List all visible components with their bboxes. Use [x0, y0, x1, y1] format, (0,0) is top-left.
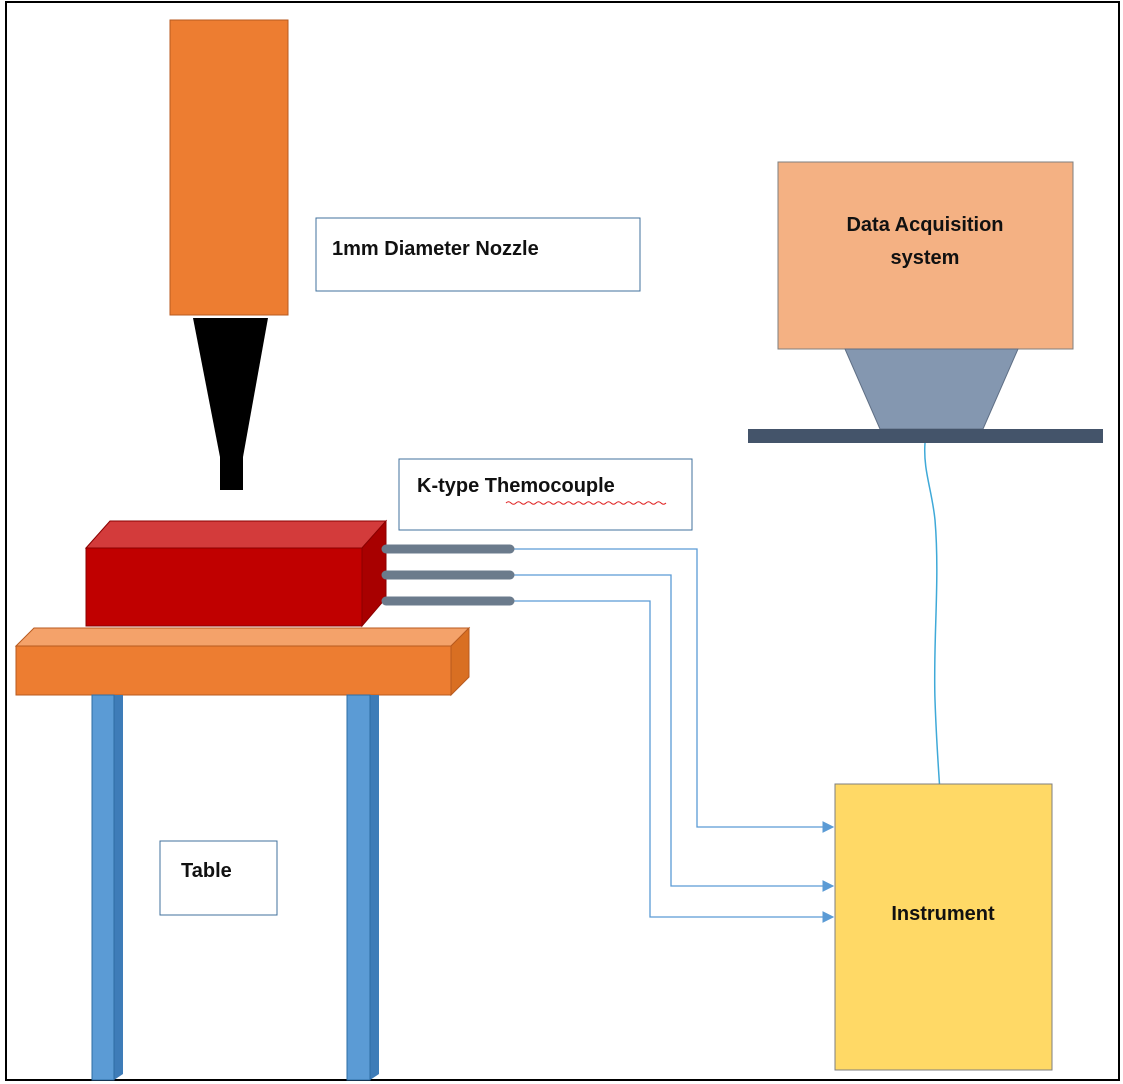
nozzle-label-box: 1mm Diameter Nozzle — [315, 217, 641, 292]
nozzle — [169, 19, 289, 490]
thermocouple-label-box: K-type Themocouple — [398, 458, 693, 531]
specimen-top-face — [84, 520, 388, 549]
table-label: Table — [181, 860, 232, 882]
thermocouple-wires — [510, 548, 835, 923]
wire-2 — [510, 574, 835, 892]
nozzle-orifice — [220, 455, 243, 490]
specimen-block — [84, 519, 388, 628]
daq-cable — [923, 442, 944, 839]
daq-box — [777, 161, 1074, 350]
instrument-label: Instrument — [891, 903, 995, 925]
table-leg-right-side — [370, 695, 379, 1080]
data-acquisition-system: Data Acquisition system — [748, 161, 1103, 443]
wire-1 — [510, 548, 835, 833]
thermocouple-label-prefix: K-type — [417, 475, 485, 497]
instrument-box — [834, 783, 1053, 1071]
instrument: Instrument — [834, 783, 1053, 1071]
table-front-face — [15, 645, 452, 696]
daq-shelf — [748, 429, 1103, 443]
thermocouple-label-word: Themocouple — [485, 475, 615, 497]
table-label-box: Table — [159, 840, 278, 916]
daq-label-line2: system — [891, 247, 960, 269]
table-leg-left — [91, 694, 115, 1081]
daq-label-line1: Data Acquisition — [846, 214, 1003, 236]
spellcheck-underline — [505, 501, 667, 505]
table-leg-left-side — [114, 695, 123, 1080]
daq-stand — [844, 348, 1019, 430]
thermocouple-probes — [381, 544, 515, 606]
figure-border — [5, 1, 1120, 1081]
nozzle-label: 1mm Diameter Nozzle — [332, 238, 539, 260]
specimen-front-face — [85, 547, 363, 627]
wire-3 — [510, 600, 835, 923]
table-leg-right — [346, 694, 371, 1081]
table-top-face — [14, 627, 471, 647]
nozzle-tip — [193, 318, 268, 457]
table — [14, 626, 471, 1081]
thermocouple-label: K-type Themocouple — [417, 475, 615, 497]
nozzle-body — [169, 19, 289, 316]
